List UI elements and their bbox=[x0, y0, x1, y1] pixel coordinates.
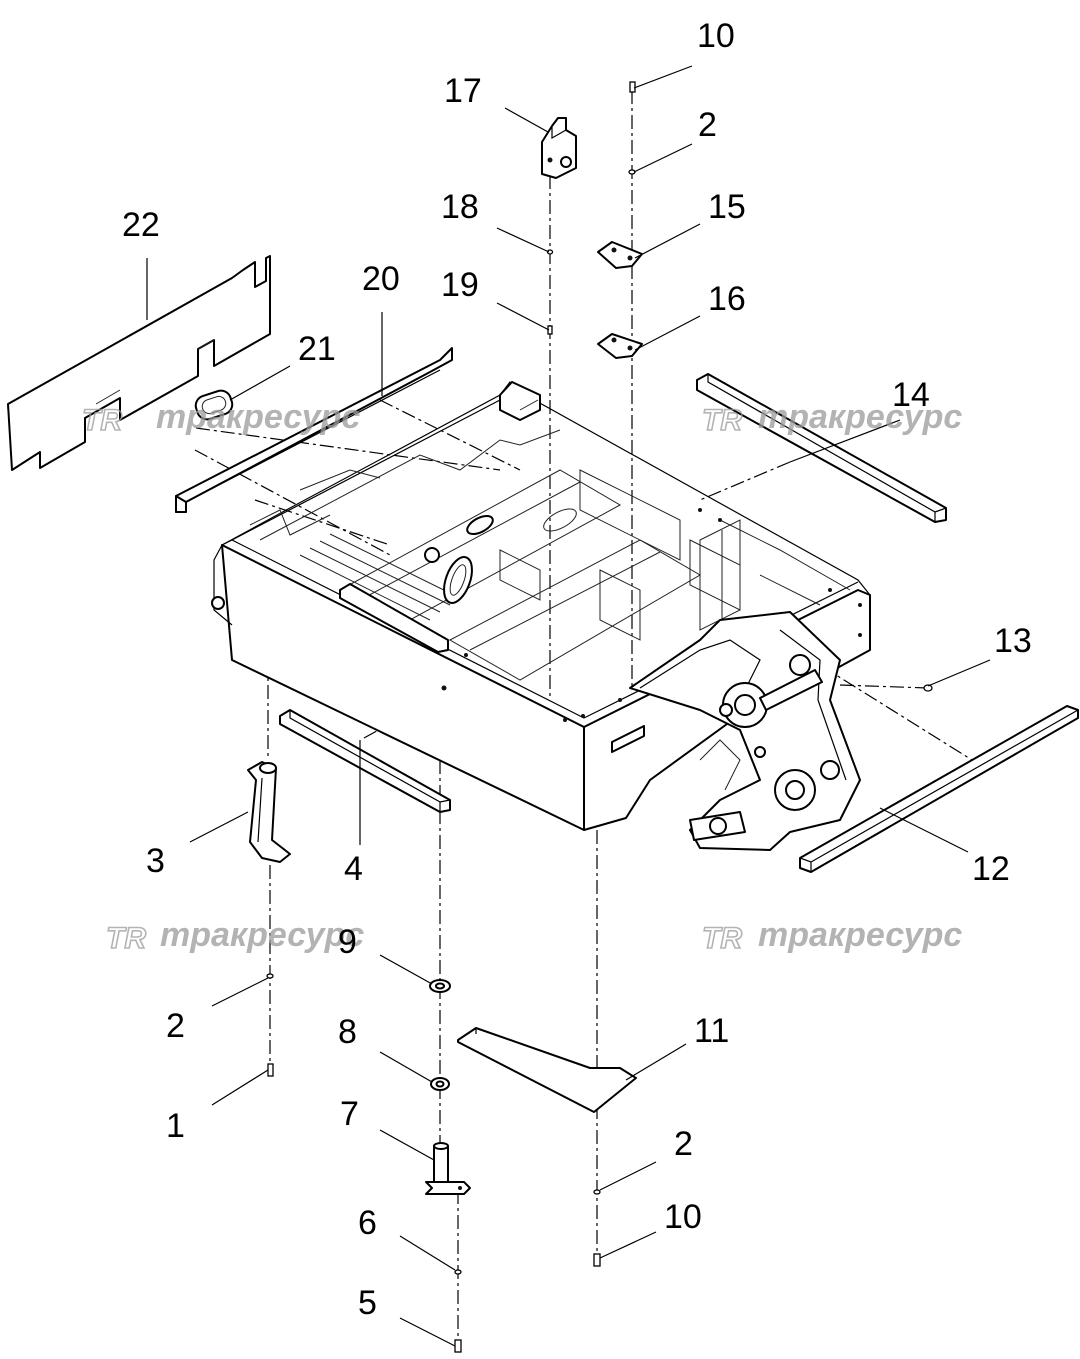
callout-11: 11 bbox=[694, 1012, 729, 1050]
callout-17: 17 bbox=[444, 72, 482, 110]
watermark-logo: TR bbox=[106, 922, 146, 955]
callout-12: 12 bbox=[972, 850, 1010, 888]
watermark-bottom-right: TR тракресурс bbox=[701, 916, 962, 956]
callout-10-bottom: 10 bbox=[664, 1198, 702, 1236]
callout-18: 18 bbox=[441, 188, 479, 226]
plate-part-16 bbox=[597, 333, 643, 359]
watermark-top-right: TR тракресурс bbox=[701, 398, 962, 438]
callout-13: 13 bbox=[994, 622, 1032, 660]
bar-part-12 bbox=[799, 705, 1079, 873]
callout-19: 19 bbox=[441, 266, 479, 304]
watermark-bottom-left: TR тракресурс bbox=[105, 916, 364, 956]
watermark-text: тракресурс bbox=[160, 916, 364, 954]
callout-2-left: 2 bbox=[166, 1007, 185, 1045]
callout-6: 6 bbox=[358, 1204, 377, 1242]
watermark-logo: TR bbox=[702, 404, 742, 437]
callout-2-top: 2 bbox=[698, 106, 717, 144]
bar-part-20 bbox=[175, 347, 453, 513]
washer-part-8 bbox=[430, 1077, 450, 1091]
callout-labels: 1 2 2 2 3 4 5 6 7 8 9 10 10 11 12 13 14 … bbox=[122, 17, 1032, 1322]
callout-9: 9 bbox=[338, 923, 357, 961]
swing-bracket bbox=[629, 611, 861, 851]
plate-part-11 bbox=[457, 1027, 637, 1113]
watermark-top-left: TR тракресурс bbox=[81, 398, 360, 438]
callout-2-right: 2 bbox=[674, 1125, 693, 1163]
watermark-text: тракресурс bbox=[758, 916, 962, 954]
bracket-part-3 bbox=[247, 761, 291, 863]
plate-part-15 bbox=[597, 241, 643, 269]
callout-22: 22 bbox=[122, 206, 160, 244]
callout-5: 5 bbox=[358, 1284, 377, 1322]
bracket-part-17 bbox=[541, 117, 577, 179]
callout-16: 16 bbox=[708, 280, 746, 318]
pin-part-7 bbox=[425, 1142, 471, 1195]
callout-10-top: 10 bbox=[697, 17, 735, 55]
side-panel-part-22 bbox=[7, 255, 271, 471]
watermark-text: тракресурс bbox=[156, 398, 360, 436]
callout-15: 15 bbox=[708, 188, 746, 226]
grommet-part-21 bbox=[194, 389, 234, 421]
watermark-logo: TR bbox=[702, 922, 742, 955]
watermark-logo: TR bbox=[82, 404, 122, 437]
callout-20: 20 bbox=[362, 260, 400, 298]
callout-14: 14 bbox=[892, 376, 930, 414]
bar-part-4 bbox=[279, 709, 451, 813]
assembly-axes bbox=[194, 90, 981, 1340]
callout-7: 7 bbox=[340, 1095, 359, 1133]
bar-part-14 bbox=[696, 373, 947, 523]
callout-1: 1 bbox=[166, 1107, 185, 1145]
leader-lines bbox=[146, 65, 991, 1347]
washer-part-9 bbox=[429, 979, 451, 993]
watermark-text: тракресурс bbox=[758, 398, 962, 436]
callout-4: 4 bbox=[344, 850, 363, 888]
callout-21: 21 bbox=[298, 330, 336, 368]
callout-8: 8 bbox=[338, 1013, 357, 1051]
callout-3: 3 bbox=[146, 842, 165, 880]
